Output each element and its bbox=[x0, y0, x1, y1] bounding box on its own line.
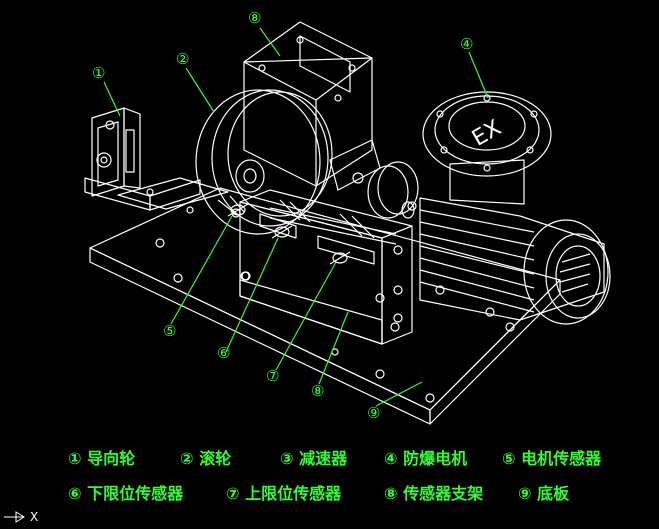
guide-wheel-assembly bbox=[84, 107, 229, 214]
legend-item-motor: ④ 防爆电机 bbox=[384, 449, 468, 468]
callout-base-plate: ⑨ bbox=[367, 404, 381, 422]
callout-lower-limit-sensor: ⑥ bbox=[217, 344, 231, 362]
callout-sensor-bracket: ⑧ bbox=[311, 382, 325, 400]
ucs-axis-icon: X bbox=[4, 510, 38, 524]
callout-reducer: ⑧ bbox=[248, 9, 262, 27]
explosion-proof-motor bbox=[407, 91, 611, 325]
legend-item-base-plate: ⑨ 底板 bbox=[518, 484, 570, 503]
motor-sensor bbox=[227, 203, 249, 217]
callout-upper-limit-sensor: ⑦ bbox=[266, 367, 280, 385]
callout-motor: ④ bbox=[460, 35, 474, 53]
legend-item-guide-wheel: ① 导向轮 bbox=[68, 449, 136, 468]
legend-item-motor-sensor: ⑤ 电机传感器 bbox=[502, 449, 602, 468]
legend-item-lower-limit-sensor: ⑥ 下限位传感器 bbox=[68, 484, 184, 503]
legend-item-roller: ② 滚轮 bbox=[180, 449, 232, 468]
upper-limit-sensor bbox=[329, 251, 351, 265]
roller-wheel bbox=[195, 89, 333, 235]
reducer bbox=[243, 21, 381, 191]
lower-limit-sensor bbox=[271, 225, 293, 239]
sensor-bracket bbox=[239, 189, 413, 345]
callout-guide-wheel: ① bbox=[92, 64, 106, 82]
callout-motor-sensor: ⑤ bbox=[163, 322, 177, 340]
callout-roller: ② bbox=[176, 50, 190, 68]
base-plate bbox=[89, 187, 561, 425]
leader-lines bbox=[103, 27, 489, 407]
ucs-axis-label: X bbox=[30, 510, 38, 524]
legend-item-reducer: ③ 减速器 bbox=[280, 449, 348, 468]
motor-plate-label: EX bbox=[468, 115, 506, 151]
legend-item-upper-limit-sensor: ⑦ 上限位传感器 bbox=[226, 484, 342, 503]
legend-item-sensor-bracket: ⑧ 传感器支架 bbox=[384, 484, 484, 503]
